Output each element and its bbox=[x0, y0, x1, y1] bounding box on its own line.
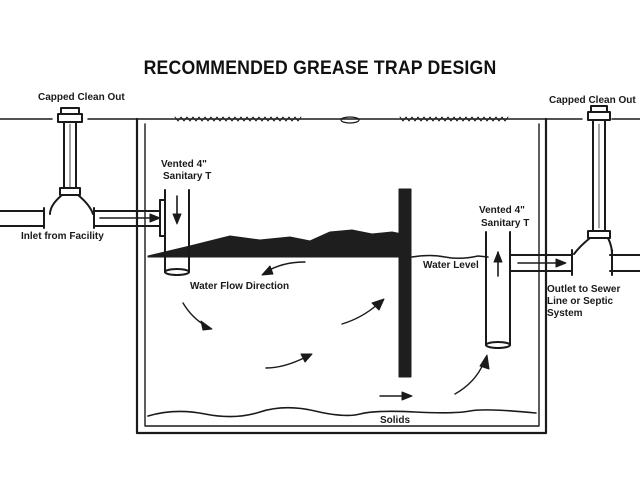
outlet-label-line3: System bbox=[547, 308, 583, 319]
water-level-label: Water Level bbox=[423, 260, 479, 271]
vented-tee-label-left-line2: Sanitary T bbox=[163, 171, 212, 182]
flow-arrow bbox=[454, 354, 490, 395]
vented-tee-label-left-line1: Vented 4" bbox=[161, 159, 207, 170]
grease-layer bbox=[147, 229, 403, 258]
solids-layer bbox=[147, 406, 537, 418]
water-level-line bbox=[411, 254, 489, 260]
capped-clean-out-label-left: Capped Clean Out bbox=[38, 92, 125, 103]
solids-label: Solids bbox=[380, 415, 411, 426]
flow-arrow bbox=[341, 298, 385, 325]
inlet-label: Inlet from Facility bbox=[21, 231, 104, 242]
right-clean-out-pipe bbox=[571, 105, 613, 276]
left-sanitary-tee bbox=[159, 189, 190, 276]
left-clean-out-pipe bbox=[43, 107, 95, 229]
outlet-pipe bbox=[509, 254, 640, 272]
inlet-pipe bbox=[0, 210, 161, 227]
flow-arrow bbox=[261, 261, 306, 276]
flow-arrow bbox=[379, 391, 413, 401]
right-sanitary-tee bbox=[485, 231, 511, 349]
outlet-label-line2: Line or Septic bbox=[547, 296, 614, 307]
vented-tee-label-right-line1: Vented 4" bbox=[479, 205, 525, 216]
water-flow-direction-label: Water Flow Direction bbox=[190, 281, 290, 292]
tank-outline bbox=[135, 117, 548, 435]
vented-tee-label-right-line2: Sanitary T bbox=[481, 218, 530, 229]
outlet-label-line1: Outlet to Sewer bbox=[547, 284, 621, 295]
capped-clean-out-label-right: Capped Clean Out bbox=[549, 95, 636, 106]
flow-arrow bbox=[265, 353, 313, 369]
flow-arrows bbox=[182, 261, 490, 401]
diagram-title: RECOMMENDED GREASE TRAP DESIGN bbox=[143, 58, 497, 79]
baffle bbox=[398, 188, 412, 378]
ground-line bbox=[0, 116, 640, 124]
flow-arrow bbox=[182, 302, 213, 331]
